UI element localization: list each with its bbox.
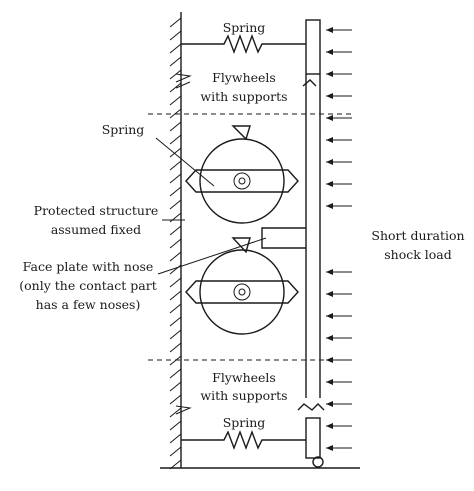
wall-hatch-line — [169, 95, 182, 106]
wall-hatch-line — [169, 173, 182, 184]
label-flywheels-bottom-1: Flywheels — [212, 370, 276, 385]
wall-hatch-line — [169, 329, 182, 340]
label-spring-bottom: Spring — [223, 415, 266, 430]
wall-hatch-line — [169, 381, 182, 392]
label-spring-left: Spring — [102, 122, 145, 137]
label-protected-2: assumed fixed — [51, 222, 141, 237]
label-shock-2: shock load — [384, 247, 452, 262]
label-flywheels-top-1: Flywheels — [212, 70, 276, 85]
wall-hatch-line — [169, 69, 182, 80]
label-faceplate-2: (only the contact part — [19, 278, 156, 293]
label-protected-1: Protected structure — [34, 203, 159, 218]
wall-hatch-line — [169, 147, 182, 158]
wall-break-mid — [175, 81, 191, 89]
label-faceplate-1: Face plate with nose — [23, 259, 154, 274]
wall-hatch-line — [169, 56, 182, 67]
wall-hatch-line — [169, 446, 182, 457]
wall-hatch-line — [169, 251, 182, 262]
wall-hatch-line — [169, 43, 182, 54]
wall-hatch-line — [169, 212, 182, 223]
label-flywheels-top-2: with supports — [200, 89, 287, 104]
wall-hatch-line — [169, 199, 182, 210]
wall-break-top — [175, 73, 192, 83]
wall-hatch-line — [169, 303, 182, 314]
wall-hatch-line — [169, 225, 182, 236]
spring-top — [181, 34, 306, 54]
wall-hatch-line — [169, 30, 182, 41]
wall-hatch-line — [169, 368, 182, 379]
flywheel-bottom — [185, 237, 299, 335]
wall-hatch-line — [169, 394, 182, 405]
label-spring-top: Spring — [223, 20, 266, 35]
label-shock-1: Short duration — [371, 228, 464, 243]
wall-hatch-line — [169, 82, 182, 93]
wall-break-bottom — [175, 405, 192, 415]
flywheel-top — [185, 125, 299, 224]
label-flywheels-bottom-2: with supports — [200, 388, 287, 403]
spring-bottom — [181, 430, 306, 450]
shock-load-arrows — [326, 27, 352, 451]
fixed-wall — [169, 12, 182, 470]
wall-hatch-line — [169, 407, 182, 418]
wall-hatch-line — [169, 342, 182, 353]
face-plate-leader-line — [157, 237, 267, 275]
wall-hatch-line — [169, 17, 182, 28]
wall-hatch-line — [169, 121, 182, 132]
wall-hatch-line — [169, 160, 182, 171]
wall-hatch-line — [169, 238, 182, 249]
wall-hatch-line — [169, 277, 182, 288]
spring-leader-line — [155, 137, 215, 187]
wall-hatch-line — [169, 420, 182, 431]
label-faceplate-3: has a few noses) — [36, 297, 141, 312]
face-plate-nose — [261, 227, 306, 249]
wall-hatch-line — [169, 290, 182, 301]
face-plate-column — [297, 19, 325, 468]
wall-hatch-line — [169, 316, 182, 327]
wall-hatch-line — [169, 134, 182, 145]
wall-hatch-line — [169, 433, 182, 444]
wall-hatch-line — [169, 186, 182, 197]
